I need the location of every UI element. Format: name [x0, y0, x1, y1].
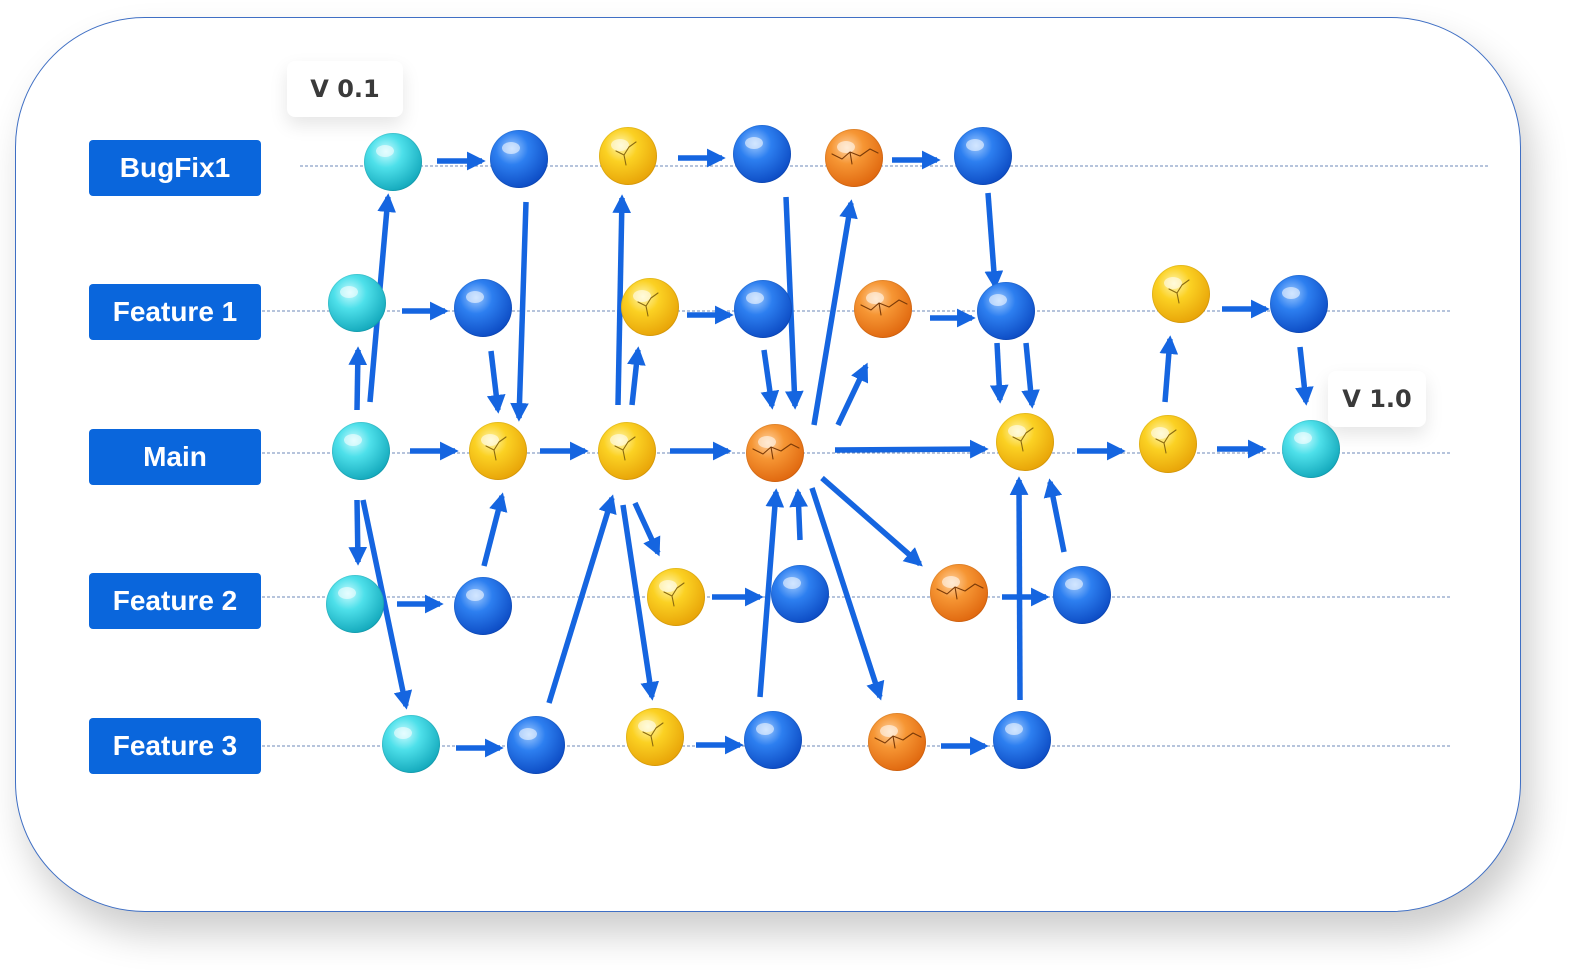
arrow-39	[632, 501, 661, 557]
arrow-34	[1295, 346, 1314, 406]
version-tag-end: V 1.0	[1328, 371, 1426, 427]
commit-arrows	[348, 148, 1314, 758]
broken-commit-node-18	[746, 424, 804, 482]
arrow-36	[360, 499, 413, 710]
cracked-commit-node-30	[626, 708, 684, 766]
broken-commit-node-32	[868, 713, 926, 771]
arrow-37	[481, 492, 508, 567]
commit-node-31	[744, 711, 802, 769]
cracked-commit-node-9	[621, 278, 679, 336]
broken-commit-node-5	[825, 129, 883, 187]
arrow-31	[989, 342, 1009, 404]
cracked-commit-node-16	[469, 422, 527, 480]
branch-label-feature-2: Feature 2	[89, 573, 261, 629]
arrow-28	[811, 199, 858, 426]
arrow-41	[757, 488, 785, 698]
arrow-33	[1159, 335, 1179, 403]
arrow-43	[820, 475, 923, 567]
start-commit-node-28	[382, 715, 440, 773]
start-commit-node-1	[364, 133, 422, 191]
arrow-27	[760, 349, 780, 410]
commit-node-8	[454, 279, 512, 337]
arrow-22	[510, 201, 529, 422]
cracked-commit-node-13	[1152, 265, 1210, 323]
commit-node-27	[1053, 566, 1111, 624]
branch-label-feature-3: Feature 3	[89, 718, 261, 774]
commit-node-6	[954, 127, 1012, 185]
commit-node-29	[507, 716, 565, 774]
commit-node-14	[1270, 275, 1328, 333]
start-commit-node-21	[1282, 420, 1340, 478]
arrow-24	[612, 194, 632, 406]
commit-node-33	[993, 711, 1051, 769]
arrow-23	[486, 350, 506, 414]
start-commit-node-22	[326, 575, 384, 633]
commit-node-25	[771, 565, 829, 623]
arrow-46	[1043, 478, 1067, 553]
arrow-40	[620, 504, 660, 701]
arrow-29	[835, 362, 869, 427]
start-commit-node-15	[332, 422, 390, 480]
arrow-42	[789, 488, 808, 541]
commit-node-23	[454, 577, 512, 635]
cracked-commit-node-24	[647, 568, 705, 626]
broken-commit-node-11	[854, 280, 912, 338]
commit-nodes	[326, 125, 1340, 774]
arrow-25	[627, 346, 646, 406]
cracked-commit-node-19	[996, 413, 1054, 471]
branch-label-feature-1: Feature 1	[89, 284, 261, 340]
arrow-21	[348, 346, 368, 411]
branch-label-bugfix1: BugFix1	[89, 140, 261, 196]
arrow-38	[546, 494, 617, 704]
arrow-35	[348, 499, 368, 566]
cracked-commit-node-20	[1139, 415, 1197, 473]
start-commit-node-7	[328, 274, 386, 332]
arrow-30	[984, 192, 1004, 290]
cracked-commit-node-3	[599, 127, 657, 185]
commit-node-4	[733, 125, 791, 183]
version-tag-start: V 0.1	[287, 61, 403, 117]
arrow-32	[1021, 342, 1040, 409]
arrow-44	[809, 487, 885, 701]
commit-node-2	[490, 130, 548, 188]
branch-label-main: Main	[89, 429, 261, 485]
commit-node-10	[734, 280, 792, 338]
commit-node-12	[977, 282, 1035, 340]
arrow-11	[834, 439, 989, 459]
broken-commit-node-26	[930, 564, 988, 622]
cracked-commit-node-17	[598, 422, 656, 480]
arrow-45	[1009, 476, 1029, 701]
